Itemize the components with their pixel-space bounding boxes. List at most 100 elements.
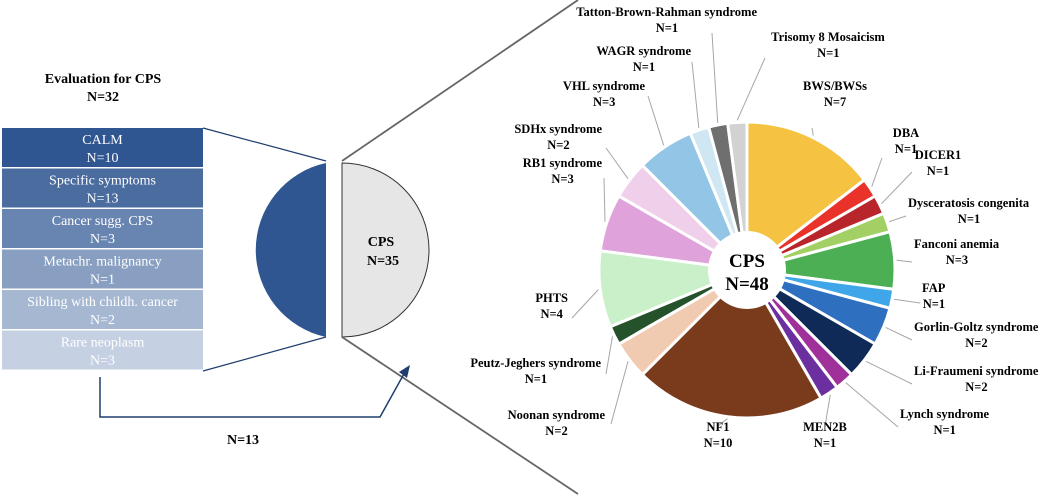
pie-label-name-14: RB1 syndrome [523,156,603,170]
pie-leader-line-12 [605,336,613,375]
pie-leader-line-18 [711,32,719,123]
connector-top-line [202,127,327,162]
pie-label-count-17: N=1 [633,60,655,74]
evaluation-box-3 [2,249,203,289]
evaluation-box-label: Cancer sugg. CPS [52,214,154,229]
pie-label-name-15: SDHx syndrome [514,122,602,136]
evaluation-box-label: Specific symptoms [49,174,156,189]
pie-label-count-10: N=10 [704,436,733,450]
pie-label-count-6: N=2 [965,336,987,350]
pie-leader-line-10 [717,418,728,427]
evaluation-box-5 [2,330,203,370]
pie-label-count-7: N=2 [965,380,987,394]
pie-label-count-3: N=1 [958,212,980,226]
evaluation-box-count: N=3 [90,232,115,247]
pie-label-count-14: N=3 [551,172,573,186]
pie-leader-line-4 [896,259,913,263]
cps-half-circle [341,162,430,338]
pie-leader-line-5 [894,298,921,304]
pie-label-count-15: N=2 [547,138,569,152]
evaluation-box-0 [2,128,203,167]
pie-label-name-13: PHTS [535,291,568,305]
pie-label-name-3: Dysceratosis congenita [908,196,1030,210]
pie-label-name-2: DICER1 [915,148,962,162]
pie-label-name-17: WAGR syndrome [596,44,691,58]
pie-center-hole [708,231,786,309]
pie-leader-line-0 [811,127,814,136]
fan-top-line [341,0,579,162]
evaluation-box-label: Rare neoplasm [61,336,145,351]
evaluation-box-count: N=13 [86,192,118,207]
evaluation-box-2 [2,209,203,248]
pie-leader-line-13 [571,289,599,319]
fan-bottom-line [341,336,579,495]
pie-leader-line-9 [824,394,831,427]
evaluation-box-1 [2,168,203,208]
evaluation-box-count: N=3 [90,354,115,369]
pie-label-name-4: Fanconi anemia [914,237,1000,251]
pie-leader-lines [571,32,921,428]
pie-label-name-12: Peutz-Jeghers syndrome [470,356,601,370]
pie-leader-line-1 [871,157,883,187]
pie-leader-line-19 [736,57,766,121]
pie-leader-line-2 [881,171,913,205]
arrow-count-label: N=13 [227,433,259,448]
evaluation-total: N=32 [87,90,119,105]
evaluation-half-circle [255,163,326,337]
pie-leader-line-8 [845,382,899,428]
pie-leader-line-7 [865,360,913,385]
evaluation-box-label: CALM [82,133,123,148]
cps-box-label: CPS [368,235,395,250]
evaluation-box-count: N=1 [90,273,115,288]
pie-leader-line-3 [888,215,907,223]
pie-center-label: CPS [729,251,765,272]
pie-label-name-10: NF1 [707,420,730,434]
pie-label-count-11: N=2 [545,424,567,438]
pie-label-name-5: FAP [922,281,946,295]
pie-label-name-1: DBA [893,126,919,140]
evaluation-box-label: Sibling with childh. cancer [27,295,178,310]
pie-center-count: N=48 [725,274,769,295]
pie-label-name-11: Noonan syndrome [508,408,606,422]
pie-label-name-6: Gorlin-Goltz syndrome [914,320,1039,334]
pie-label-name-16: VHL syndrome [563,79,646,93]
evaluation-box-4 [2,290,203,329]
connector-bottom-line [202,336,327,372]
evaluation-box-label: Metachr. malignancy [43,255,161,270]
pie-leader-line-16 [647,95,665,146]
pie-leader-line-6 [885,326,913,341]
cps-box-count: N=35 [367,254,399,269]
pie-label-count-1: N=1 [895,142,917,156]
pie-slice-10 [640,267,824,420]
pie-label-count-13: N=4 [540,307,563,321]
pie-label-count-12: N=1 [525,372,547,386]
pie-leader-line-15 [605,147,629,179]
pie-label-name-0: BWS/BWSs [803,79,867,93]
evaluation-title: Evaluation for CPS [45,72,162,87]
pie-label-count-9: N=1 [814,436,836,450]
evaluation-box-count: N=2 [90,313,115,328]
pie-label-name-19: Trisomy 8 Mosaicism [771,30,885,44]
bottom-arrow-head [399,365,410,378]
pie-label-count-4: N=3 [946,253,968,267]
pie-label-name-9: MEN2B [803,420,847,434]
pie-leader-line-11 [610,361,629,425]
pie-label-name-8: Lynch syndrome [900,407,989,421]
pie-label-count-0: N=7 [824,95,846,109]
pie-label-count-2: N=1 [927,164,949,178]
pie-label-count-8: N=1 [933,423,955,437]
pie-label-count-18: N=1 [656,21,678,35]
pie-label-name-18: Tatton-Brown-Rahman syndrome [576,5,757,19]
pie-label-name-7: Li-Fraumeni syndrome [914,364,1039,378]
pie-label-count-16: N=3 [593,95,615,109]
pie-leader-line-14 [603,177,606,222]
pie-label-count-5: N=1 [923,297,945,311]
evaluation-box-count: N=10 [86,151,118,166]
bottom-arrow-line [99,371,406,418]
pie-label-count-19: N=1 [817,46,839,60]
pie-leader-line-17 [691,61,700,129]
pie-slice-0 [745,120,867,274]
